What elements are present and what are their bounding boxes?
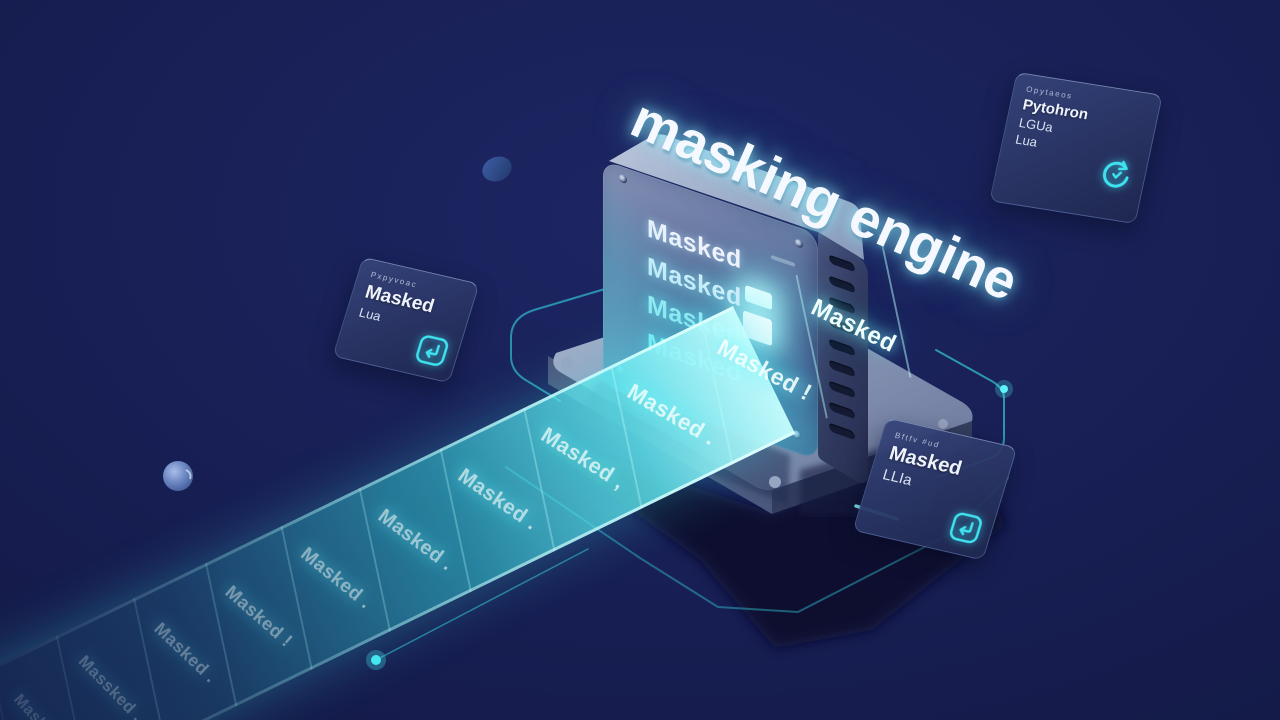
card-masked-lua-left: Pxpyvoac Masked Lua <box>332 256 480 384</box>
belt-masked-label: Masked ! <box>221 580 298 651</box>
vent-slot <box>828 422 856 441</box>
platform-screw <box>769 476 781 488</box>
belt-masked-label: Masked <box>806 293 901 358</box>
screw-icon <box>619 173 627 185</box>
belt-masked-label: Masked . <box>150 617 221 686</box>
floating-sphere <box>163 461 193 491</box>
screw-icon <box>795 238 803 249</box>
belt-masked-label: Maskekd <box>9 691 70 720</box>
floating-blob <box>482 156 512 182</box>
belt-masked-label: Masked . <box>623 378 721 451</box>
return-arrow-icon <box>416 335 449 366</box>
sphere-highlight <box>185 469 192 480</box>
belt-masked-label: Masked . <box>373 504 458 575</box>
belt-masked-label: Masked , <box>536 422 630 494</box>
belt-masked-label: Masked . <box>296 543 376 614</box>
platform-screw <box>938 419 948 429</box>
card-languages-top-right: Opytaeos Pytohron LGUa Lua <box>989 71 1163 225</box>
trace-node <box>371 655 381 665</box>
trace-node <box>1000 385 1008 393</box>
refresh-icon <box>1103 160 1129 188</box>
device-top-face <box>609 134 864 260</box>
belt-masked-label: Massked . <box>74 651 148 720</box>
card-masked-lua-right: Bftfv #ud Masked LLIa <box>852 417 1018 561</box>
belt-masked-label: Masked ! <box>712 333 817 406</box>
vent-slit <box>771 254 795 268</box>
belt-masked-label: Masked . <box>453 463 542 535</box>
platform-screw <box>561 357 573 369</box>
return-arrow-icon <box>949 512 982 544</box>
